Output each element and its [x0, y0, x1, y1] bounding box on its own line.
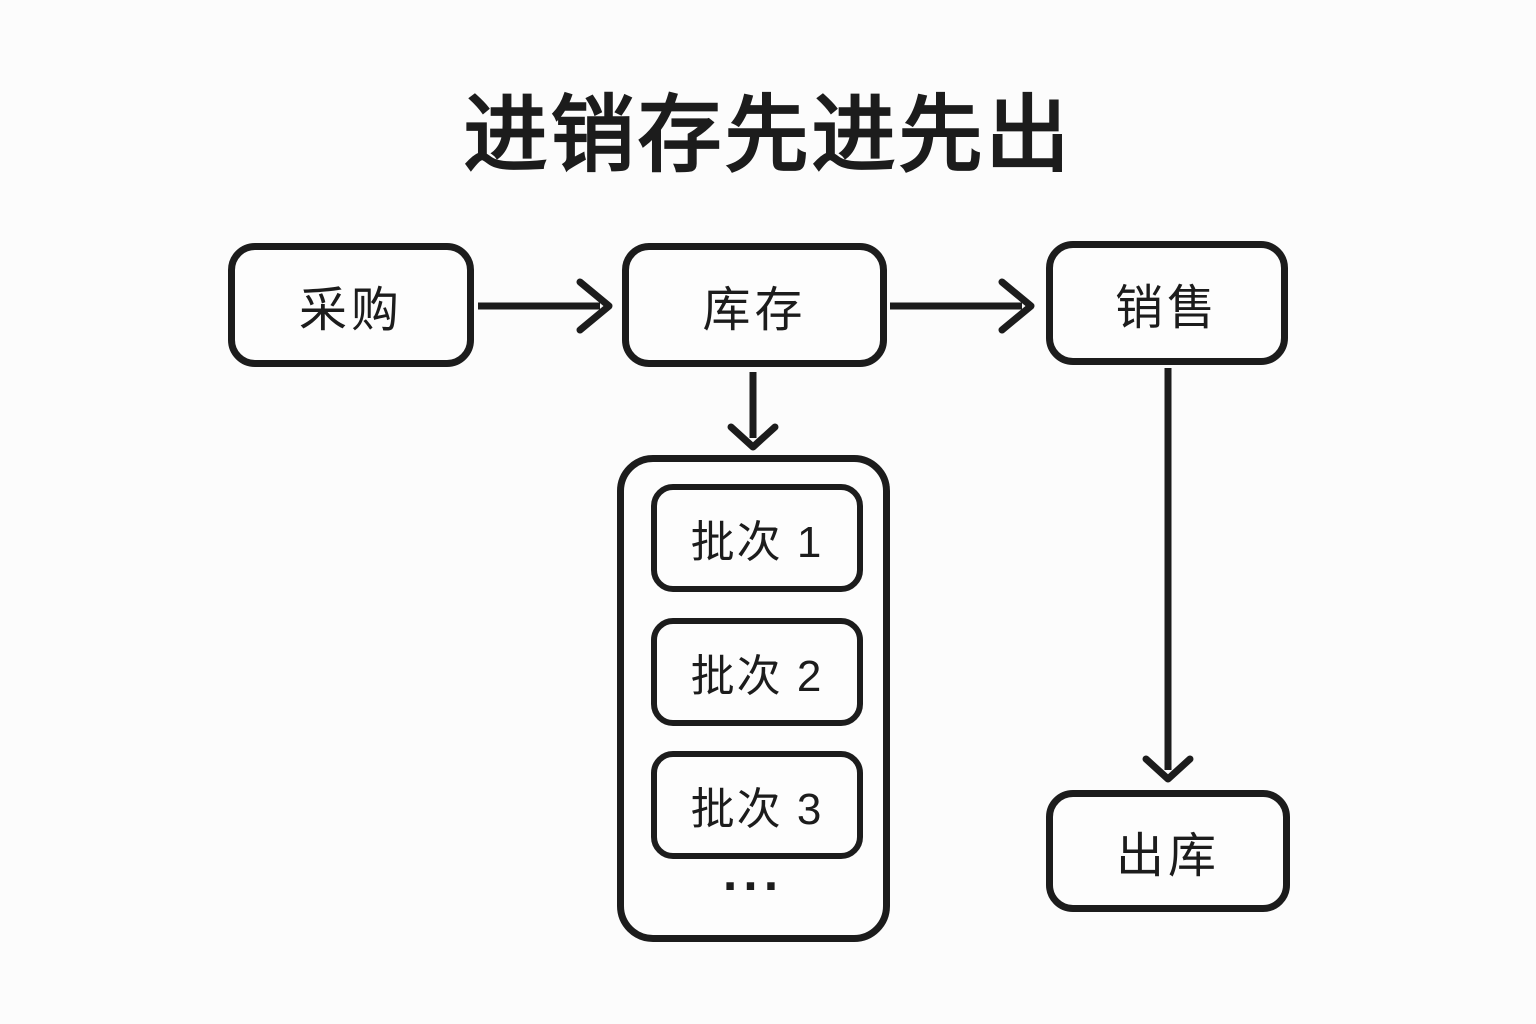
batch-item-3: 批次 3 [651, 751, 863, 859]
batch-item-3-label: 批次 3 [690, 785, 824, 834]
node-outbound-label: 出库 [1115, 830, 1220, 883]
node-purchase-label: 采购 [298, 284, 403, 337]
node-outbound: 出库 [1046, 790, 1290, 912]
batch-item-1: 批次 1 [651, 484, 863, 592]
node-inventory: 库存 [622, 243, 887, 367]
arrow-sales-to-outbound [1142, 368, 1194, 783]
diagram-title: 进销存先进先出 [463, 88, 1073, 182]
arrow-inventory-to-batch-panel [727, 372, 779, 451]
node-sales-label: 销售 [1114, 282, 1219, 335]
batch-item-2: 批次 2 [651, 618, 863, 726]
arrow-inventory-to-sales [890, 278, 1035, 334]
batch-ellipsis: ... [722, 844, 785, 902]
batch-panel: 批次 1 批次 2 批次 3 ... [617, 455, 890, 942]
node-inventory-label: 库存 [702, 284, 807, 337]
arrow-purchase-to-inventory [478, 278, 613, 334]
node-sales: 销售 [1046, 241, 1288, 365]
node-purchase: 采购 [228, 243, 474, 367]
batch-item-1-label: 批次 1 [690, 518, 824, 567]
batch-item-2-label: 批次 2 [690, 652, 824, 701]
